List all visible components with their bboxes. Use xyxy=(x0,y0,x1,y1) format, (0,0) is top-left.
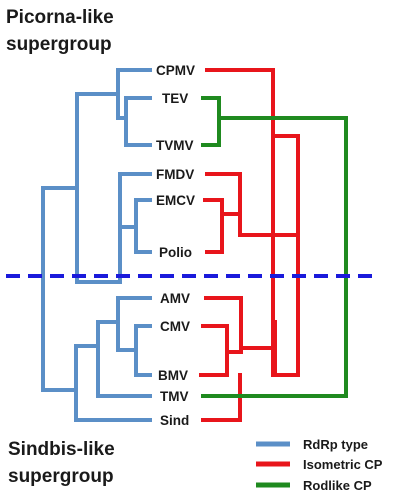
legend-rodlike-label: Rodlike CP xyxy=(303,478,372,493)
rdrp-tmv-branch xyxy=(74,320,152,398)
rdrp-cpmv-branch xyxy=(75,68,152,96)
picorna-title-line2: supergroup xyxy=(6,34,112,55)
iso-sind-branch xyxy=(201,373,242,422)
taxon-polio: Polio xyxy=(159,245,192,260)
rdrp-tree xyxy=(41,68,152,422)
rdrp-cmv-bmv-clade xyxy=(116,324,152,377)
picorna-title-line1: Picorna-like xyxy=(6,7,114,28)
rdrp-potyvirus-clade xyxy=(116,92,128,120)
rdrp-emcv-polio-clade xyxy=(118,198,152,254)
sindbis-title-line1: Sindbis-like xyxy=(8,439,115,460)
legend-isometric-label: Isometric CP xyxy=(303,457,383,472)
legend-rdrp-label: RdRp type xyxy=(303,437,368,452)
taxon-tev: TEV xyxy=(162,91,188,106)
iso-cpmv-fmdv-link xyxy=(238,134,300,237)
rdrp-picorna-clade xyxy=(41,92,79,284)
iso-cmv-bmv-clade xyxy=(199,324,243,377)
legend: RdRp type Isometric CP Rodlike CP xyxy=(256,437,383,493)
taxon-bmv: BMV xyxy=(158,368,188,383)
rdrp-picornavirus-clade xyxy=(75,172,122,284)
rdrp-tev-tvmv-clade xyxy=(124,96,152,147)
taxon-amv: AMV xyxy=(160,291,190,306)
taxon-emcv: EMCV xyxy=(156,193,195,208)
iso-bmv-trunk xyxy=(271,134,300,377)
taxon-labels: CPMV TEV TVMV FMDV EMCV Polio AMV CMV BM… xyxy=(156,63,195,428)
rod-tev-tvmv-clade xyxy=(201,96,348,147)
rodlike-cp-tree xyxy=(201,96,348,398)
iso-cpmv-branch xyxy=(205,68,275,377)
taxon-cpmv: CPMV xyxy=(156,63,195,78)
taxon-fmdv: FMDV xyxy=(156,167,194,182)
taxon-tvmv: TVMV xyxy=(156,138,194,153)
iso-emcv-polio-clade xyxy=(203,198,242,254)
isometric-cp-tree xyxy=(199,68,300,422)
iso-bromovirus-link xyxy=(252,320,277,377)
taxon-cmv: CMV xyxy=(160,319,190,334)
taxon-tmv: TMV xyxy=(160,389,189,404)
sindbis-title-line2: supergroup xyxy=(8,466,114,487)
taxon-sind: Sind xyxy=(160,413,189,428)
rdrp-bromovirus-clade xyxy=(96,296,152,352)
iso-amv-branch xyxy=(204,296,256,350)
rod-trunk xyxy=(201,116,348,398)
rdrp-sindbis-clade xyxy=(41,344,78,422)
